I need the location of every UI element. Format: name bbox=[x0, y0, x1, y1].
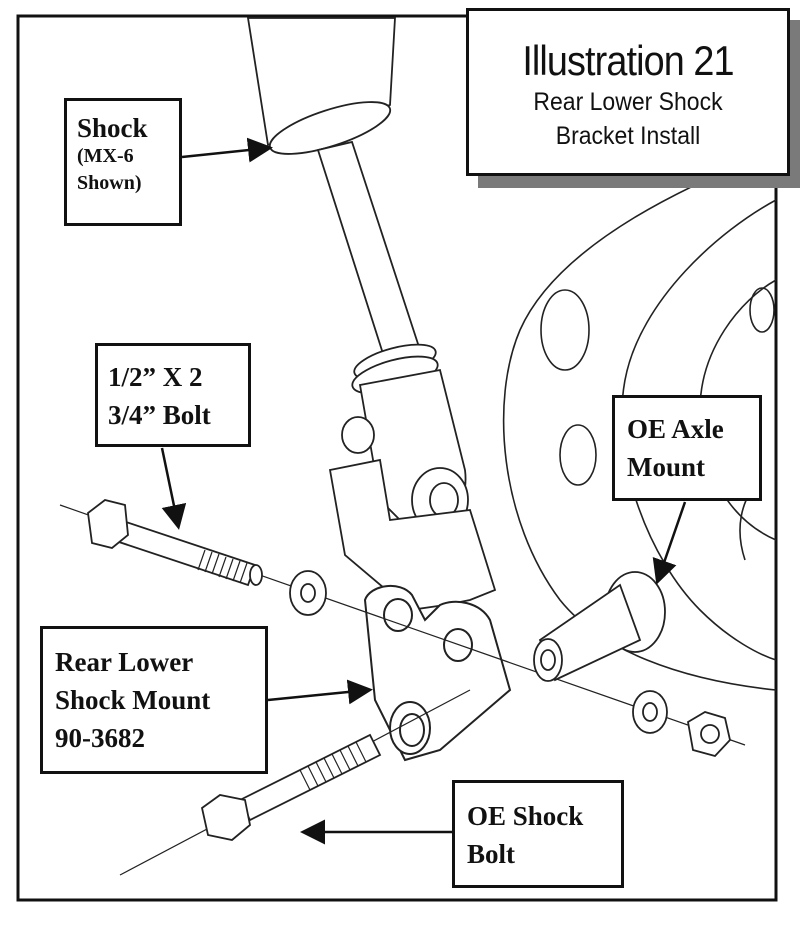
arrow-axle-mount bbox=[652, 501, 687, 585]
axle-mount-label: OE Axle Mount bbox=[612, 395, 762, 501]
illustration-title-box: Illustration 21 Rear Lower Shock Bracket… bbox=[466, 8, 790, 176]
oe-axle-mount-stud bbox=[533, 571, 666, 682]
shock-bolt-label-line2: Bolt bbox=[467, 839, 516, 869]
illustration-title: Illustration 21 bbox=[522, 37, 734, 84]
bracket-plate bbox=[328, 458, 497, 611]
shock-bolt-label-line1: OE Shock bbox=[467, 801, 584, 831]
arrow-bolt bbox=[160, 447, 187, 530]
arrow-shock bbox=[181, 137, 273, 163]
shock-bolt-label: OE Shock Bolt bbox=[452, 780, 624, 888]
bolt-label: 1/2” X 2 3/4” Bolt bbox=[95, 343, 251, 447]
rear-mount-label-part-number: 90-3682 bbox=[55, 723, 145, 753]
diagram-frame bbox=[16, 14, 778, 902]
illustration-subtitle-line1: Rear Lower Shock bbox=[533, 88, 723, 116]
arrow-rear-mount bbox=[267, 679, 373, 705]
axle-mount-label-line2: Mount bbox=[627, 452, 706, 482]
shock-absorber bbox=[246, 17, 469, 533]
rear-lower-shock-mount-label: Rear Lower Shock Mount 90-3682 bbox=[40, 626, 268, 774]
illustration-subtitle-line2: Bracket Install bbox=[555, 122, 701, 150]
upper-bolt bbox=[87, 499, 263, 587]
bolt-label-line1: 1/2” X 2 bbox=[108, 362, 203, 392]
oe-shock-bolt bbox=[200, 733, 382, 841]
axle-mount-label-line1: OE Axle bbox=[627, 414, 724, 444]
shock-label-note2: Shown) bbox=[77, 172, 142, 194]
rear-mount-label-line1: Rear Lower bbox=[55, 647, 194, 677]
shock-label-note1: (MX-6 bbox=[77, 145, 134, 167]
washers-and-nut bbox=[289, 570, 731, 758]
rear-mount-label-line2: Shock Mount bbox=[55, 685, 211, 715]
shock-label-title: Shock bbox=[77, 113, 148, 143]
bolt-label-line2: 3/4” Bolt bbox=[108, 400, 211, 430]
shock-label: Shock (MX-6 Shown) bbox=[64, 98, 182, 226]
